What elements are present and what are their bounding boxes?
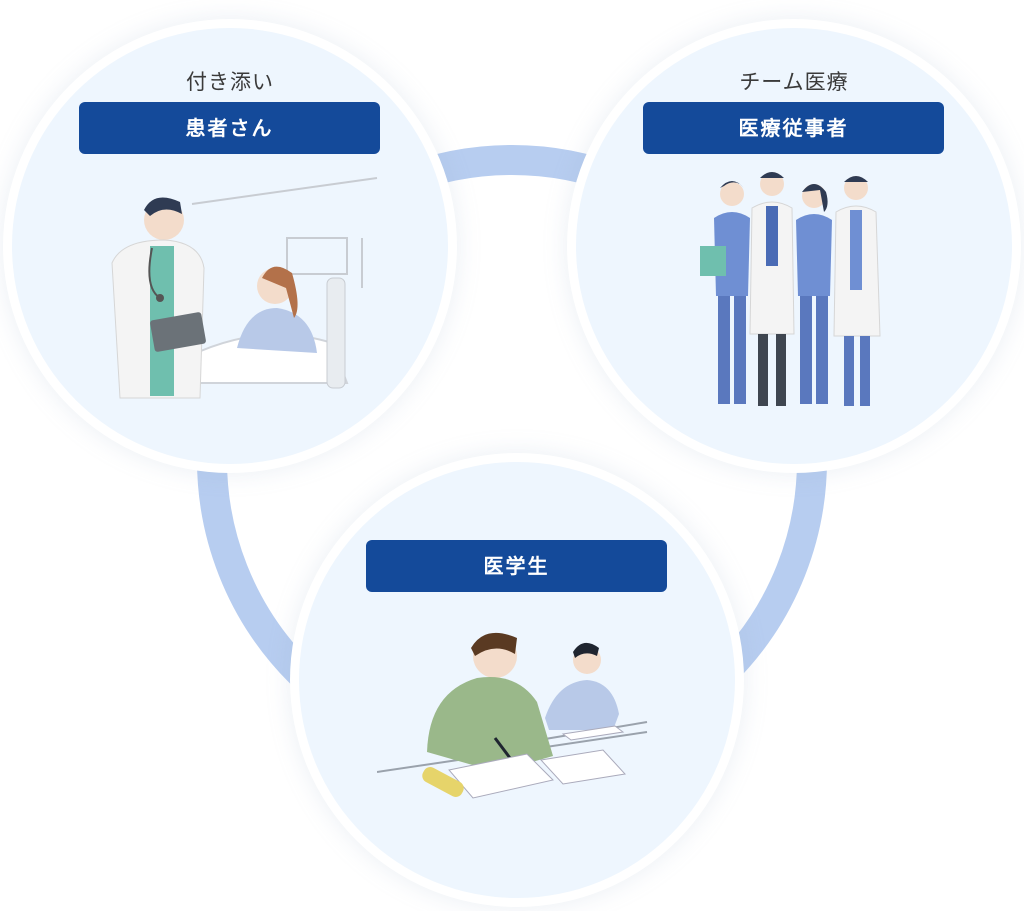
doctor-patient-illustration: [111, 177, 378, 399]
node-staff-subtitle: チーム医療: [739, 70, 849, 94]
medical-team-illustration: [700, 172, 881, 406]
node-staff: チーム医療 医療従事者: [576, 28, 1012, 464]
students-studying-illustration: [377, 632, 648, 799]
node-patient-subtitle: 付き添い: [186, 70, 274, 94]
node-patient: 付き添い 患者さん: [12, 28, 448, 464]
node-staff-badge: 医療従事者: [643, 102, 944, 154]
node-patient-badge: 患者さん: [79, 102, 380, 154]
node-student: 医学生: [299, 462, 735, 898]
node-student-badge: 医学生: [366, 540, 667, 592]
